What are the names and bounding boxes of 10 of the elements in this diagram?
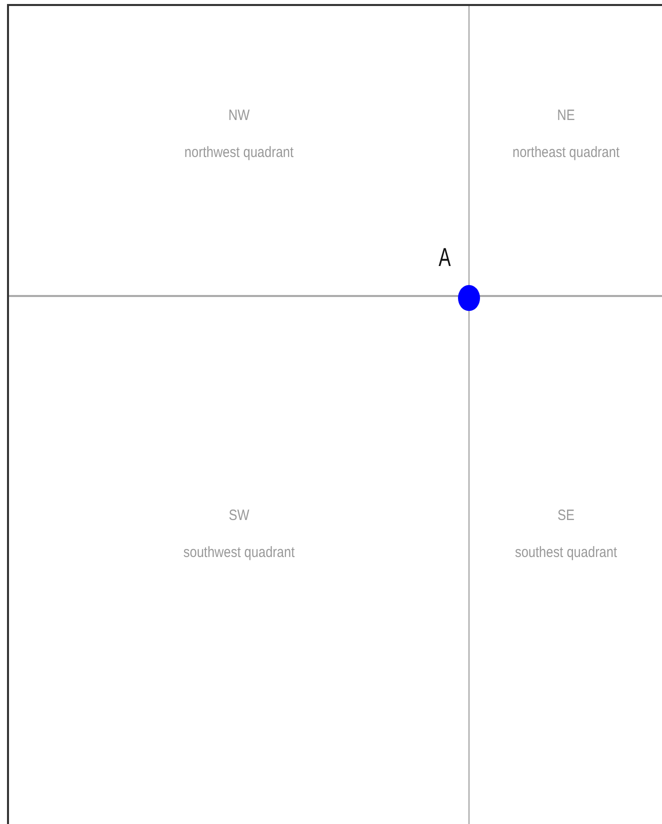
- quadrant-abbreviation: NW: [226, 106, 250, 126]
- point-label: A: [438, 244, 451, 270]
- point-marker: [458, 285, 480, 311]
- quadrant-abbreviation: SW: [227, 506, 250, 526]
- quadrant-abbreviation: SE: [556, 506, 575, 526]
- quadrant-name: southest quadrant: [513, 543, 618, 563]
- quadrant-name: northwest quadrant: [182, 143, 294, 163]
- quadrant-abbreviation: NE: [556, 106, 576, 126]
- quadrant-name: southwest quadrant: [182, 543, 296, 563]
- quadrant-name: northeast quadrant: [510, 143, 620, 163]
